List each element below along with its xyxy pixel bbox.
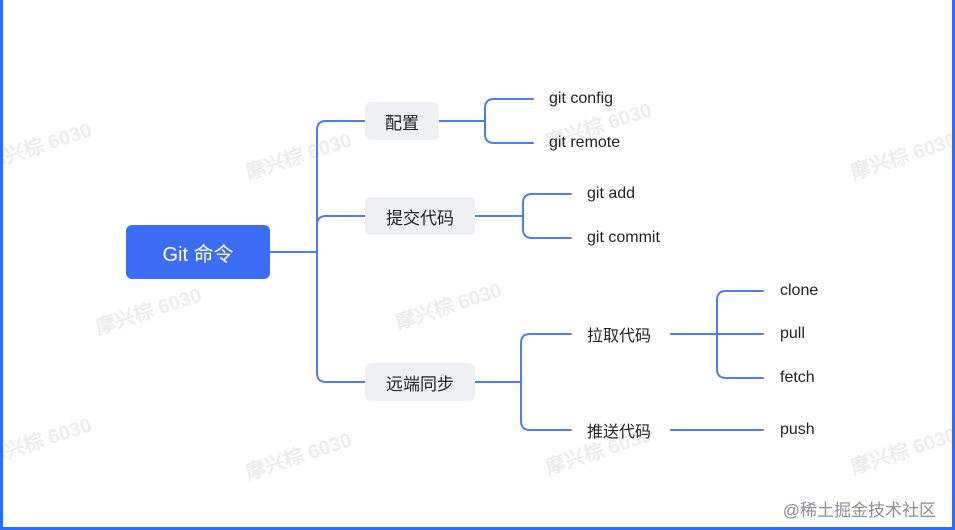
edge-config-item-0 <box>484 98 534 122</box>
edge-remote-pull <box>520 333 572 383</box>
leaf-git-add[interactable]: git add <box>587 185 636 202</box>
edge-commit-item-0 <box>522 193 572 217</box>
leaf-clone[interactable]: clone <box>780 282 819 299</box>
category-remote[interactable]: 远端同步 <box>365 363 475 401</box>
edge-root-commit <box>316 215 366 253</box>
edge-remote-push <box>520 381 572 431</box>
leaf-push[interactable]: push <box>780 421 815 438</box>
footer-attribution: @稀土掘金技术社区 <box>782 501 936 520</box>
edge-pull-item-0 <box>716 290 764 335</box>
edge-pull-item-2 <box>716 333 764 379</box>
leaf-git-config[interactable]: git config <box>549 90 614 107</box>
edge-root-config <box>316 120 366 253</box>
category-config[interactable]: 配置 <box>365 102 439 140</box>
edge-commit-item-1 <box>522 215 572 239</box>
leaf-git-commit[interactable]: git commit <box>587 229 660 246</box>
sub-pull-code[interactable]: 拉取代码 <box>587 328 652 345</box>
edge-layer <box>269 98 764 431</box>
root-node[interactable]: Git 命令 <box>126 225 270 279</box>
leaf-pull[interactable]: pull <box>780 325 805 342</box>
leaf-git-remote[interactable]: git remote <box>549 134 621 151</box>
category-commit[interactable]: 提交代码 <box>365 197 475 235</box>
edge-config-item-1 <box>484 120 534 144</box>
leaf-fetch[interactable]: fetch <box>780 369 815 386</box>
sub-push-code[interactable]: 推送代码 <box>587 424 652 441</box>
edge-root-remote <box>316 251 366 383</box>
